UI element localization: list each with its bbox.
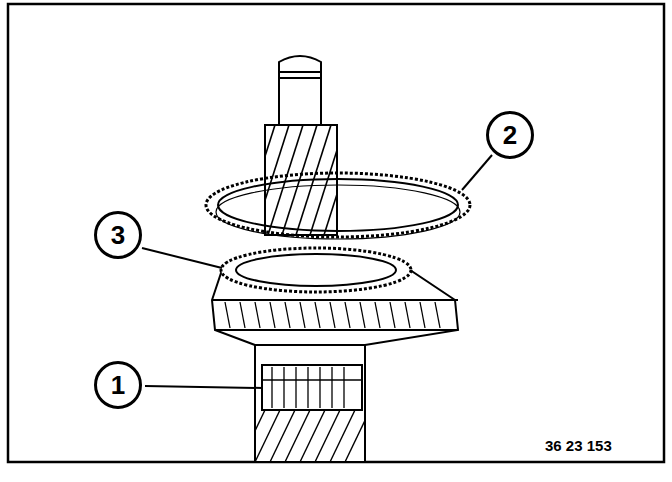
callout-circle: 1 bbox=[93, 360, 143, 410]
gear-wheel bbox=[212, 248, 458, 345]
figure-code: 36 23 153 bbox=[543, 437, 614, 454]
shaft bbox=[265, 56, 337, 235]
callout-circle: 3 bbox=[93, 210, 143, 260]
callout-circle: 2 bbox=[485, 110, 535, 160]
synchro-ring bbox=[206, 173, 470, 239]
frame bbox=[8, 4, 664, 462]
callout-number: 2 bbox=[503, 122, 517, 148]
hub-splines bbox=[262, 367, 362, 408]
leader-lines bbox=[142, 155, 492, 388]
callout-number: 1 bbox=[111, 372, 125, 398]
gear-teeth bbox=[225, 302, 440, 328]
callout-number: 3 bbox=[111, 222, 125, 248]
lower-teeth bbox=[255, 410, 365, 462]
lower-shaft bbox=[255, 345, 365, 462]
